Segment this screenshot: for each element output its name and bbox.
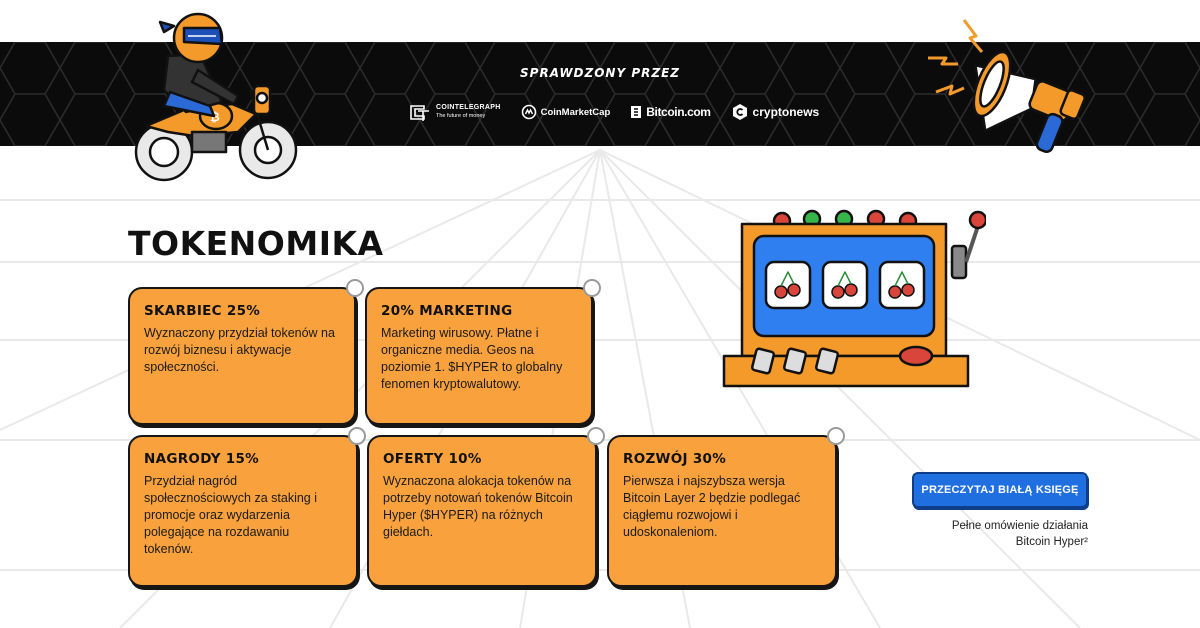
partner-cointelegraph[interactable]: COINTELEGRAPH The future of money bbox=[408, 102, 501, 122]
cryptonews-logo-icon bbox=[732, 104, 747, 120]
card-corner-dot bbox=[346, 279, 364, 297]
svg-text:₿: ₿ bbox=[210, 110, 220, 124]
tokenomics-card-marketing: 20% MARKETING Marketing wirusowy. Płatne… bbox=[365, 279, 601, 425]
tokenomics-card-development: ROZWÓJ 30% Pierwsza i najszybsza wersja … bbox=[607, 427, 845, 587]
partner-coinmarketcap[interactable]: CoinMarketCap bbox=[521, 104, 611, 120]
megaphone-icon bbox=[928, 19, 1086, 153]
partner-name: CoinMarketCap bbox=[540, 106, 611, 118]
partner-name: cryptonews bbox=[752, 105, 820, 119]
card-corner-dot bbox=[583, 279, 601, 297]
card-description: Przydział nagród społecznościowych za st… bbox=[144, 474, 317, 556]
tokenomics-card-rewards: NAGRODY 15% Przydział nagród społecznośc… bbox=[128, 427, 366, 587]
coinmarketcap-logo-icon bbox=[521, 104, 536, 120]
tokenomics-card-treasury: SKARBIEC 25% Wyznaczony przydział tokenó… bbox=[128, 279, 364, 425]
card-title: 20% MARKETING bbox=[381, 303, 513, 319]
partner-logos: COINTELEGRAPH The future of money CoinMa… bbox=[408, 101, 819, 123]
card-corner-dot bbox=[348, 427, 366, 445]
card-corner-dot bbox=[587, 427, 605, 445]
section-heading: TOKENOMIKA bbox=[128, 224, 384, 263]
card-title: NAGRODY 15% bbox=[144, 451, 260, 467]
whitepaper-note-line2: Bitcoin Hyper² bbox=[1015, 536, 1088, 548]
card-description: Wyznaczony przydział tokenów na rozwój b… bbox=[144, 326, 335, 374]
partner-cryptonews[interactable]: cryptonews bbox=[731, 103, 820, 121]
partner-name: Bitcoin.com bbox=[646, 105, 711, 119]
card-title: ROZWÓJ 30% bbox=[623, 451, 727, 467]
read-whitepaper-button[interactable]: PRZECZYTAJ BIAŁĄ KSIĘGĘ bbox=[912, 472, 1088, 508]
tokenomics-card-listings: OFERTY 10% Wyznaczona alokacja tokenów n… bbox=[367, 427, 605, 587]
bitcoin-com-logo-icon bbox=[631, 106, 642, 118]
card-description: Pierwsza i najszybsza wersja Bitcoin Lay… bbox=[623, 474, 801, 539]
card-description: Marketing wirusowy. Płatne i organiczne … bbox=[381, 326, 563, 391]
whitepaper-note: Pełne omówienie działania Bitcoin Hyper² bbox=[900, 518, 1088, 550]
banner-title: SPRAWDZONY PRZEZ bbox=[520, 66, 680, 80]
partner-bitcoin-com[interactable]: Bitcoin.com bbox=[630, 105, 711, 119]
card-corner-dot bbox=[827, 427, 845, 445]
card-description: Wyznaczona alokacja tokenów na potrzeby … bbox=[383, 474, 573, 539]
partner-name: COINTELEGRAPH bbox=[436, 104, 501, 111]
cointelegraph-logo-icon bbox=[410, 105, 429, 121]
whitepaper-note-line1: Pełne omówienie działania bbox=[951, 520, 1088, 532]
card-title: OFERTY 10% bbox=[383, 451, 482, 467]
slot-machine-icon bbox=[722, 209, 986, 388]
card-title: SKARBIEC 25% bbox=[144, 303, 261, 319]
motorcycle-rider-mascot-icon: ₿ bbox=[134, 12, 298, 182]
partner-tagline: The future of money bbox=[436, 113, 486, 119]
